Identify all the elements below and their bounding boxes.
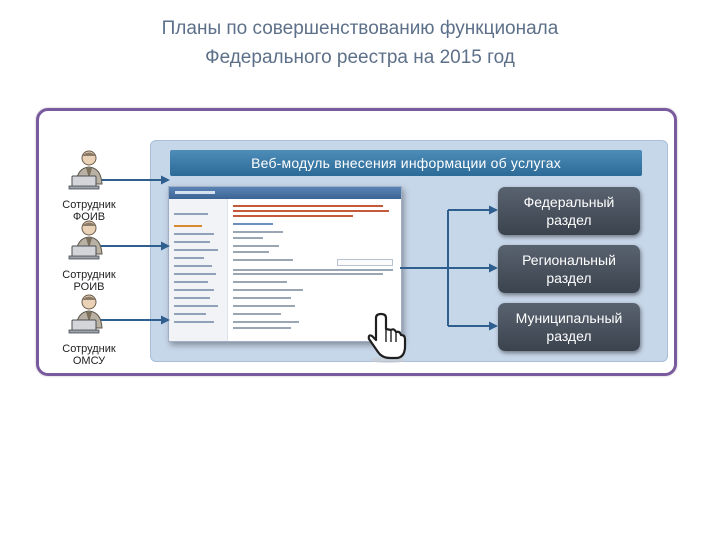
employee-omsu: Сотрудник ОМСУ: [54, 292, 124, 367]
web-page-sidebar: [169, 199, 228, 341]
page-title: Планы по совершенствованию функционала Ф…: [0, 14, 720, 72]
employee-foiv: Сотрудник ФОИВ: [54, 148, 124, 223]
web-page-input: [337, 259, 393, 266]
web-module-title: Веб-модуль внесения информации об услуга…: [170, 150, 642, 176]
web-page-header-text: [175, 191, 215, 194]
regional-section-button[interactable]: Региональный раздел: [498, 245, 640, 293]
title-line-2: Федерального реестра на 2015 год: [205, 47, 515, 68]
title-line-1: Планы по совершенствованию функционала: [161, 18, 559, 39]
employee-foiv-caption: Сотрудник ФОИВ: [62, 199, 116, 223]
employee-roiv: Сотрудник РОИВ: [54, 218, 124, 293]
employee-icon: [68, 150, 103, 190]
federal-section-button[interactable]: Федеральный раздел: [498, 187, 640, 235]
web-page-header: [169, 187, 401, 199]
employee-roiv-caption: Сотрудник РОИВ: [62, 269, 116, 293]
web-page-screenshot: [168, 186, 402, 342]
employee-icon: [68, 220, 103, 260]
employee-icon: [68, 294, 103, 334]
employee-omsu-caption: Сотрудник ОМСУ: [62, 343, 116, 367]
municipal-section-button[interactable]: Муниципальный раздел: [498, 303, 640, 351]
hand-pointer-icon: [367, 312, 407, 363]
